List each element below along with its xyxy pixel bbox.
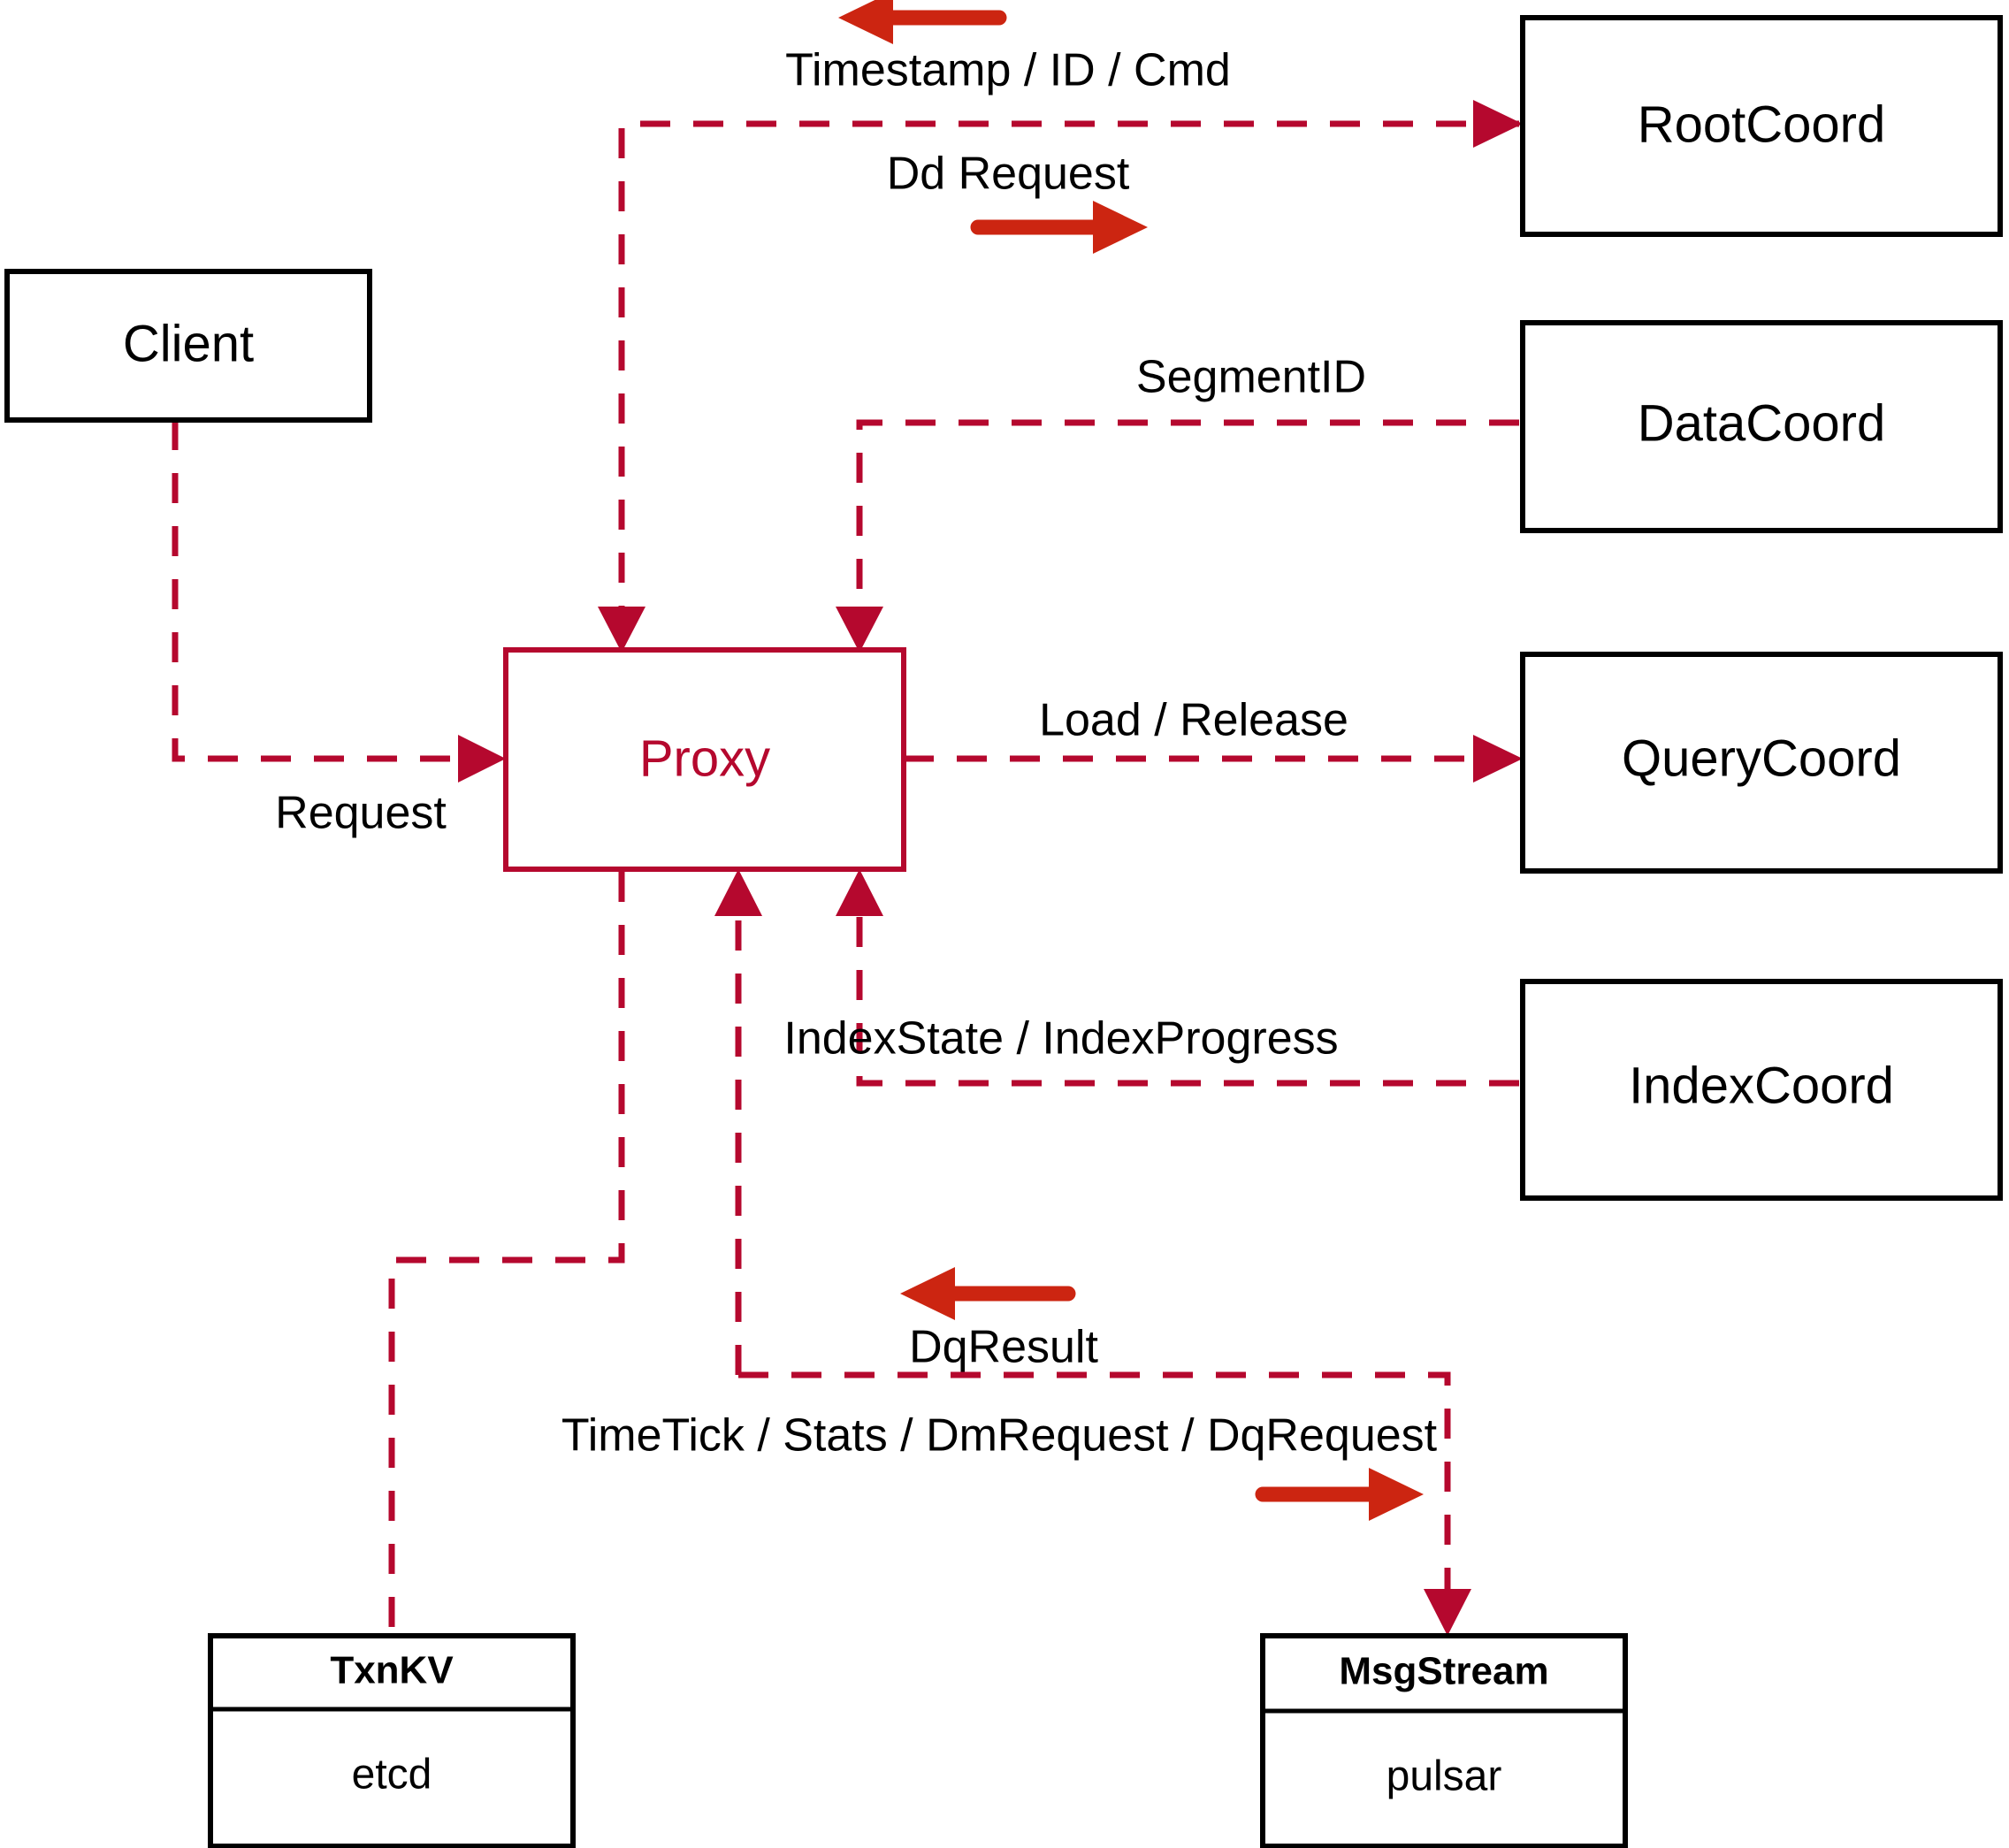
node-proxy-label: Proxy xyxy=(639,729,770,787)
node-txnkv-title: TxnKV xyxy=(330,1649,454,1692)
edge-dq-result-arrowhead xyxy=(714,869,762,916)
edge-timetick-path xyxy=(738,1371,1451,1600)
node-indexcoord[interactable]: IndexCoord xyxy=(1520,979,2003,1201)
node-datacoord-box[interactable] xyxy=(1520,320,2003,533)
direction-arrow-left-timestamp-head xyxy=(838,0,893,44)
node-rootcoord-box[interactable] xyxy=(1520,15,2003,237)
direction-arrow-right-timetick xyxy=(1255,1468,1424,1521)
edge-segment-id-path xyxy=(856,419,1519,619)
direction-arrow-left-timestamp xyxy=(838,0,1007,44)
edge-dq-result xyxy=(714,869,762,1375)
edge-label-segment-id: SegmentID xyxy=(1136,352,1366,403)
node-rootcoord-label: RootCoord xyxy=(1638,95,1885,153)
node-querycoord[interactable]: QueryCoord xyxy=(1520,652,2003,874)
edge-dd-request xyxy=(1473,100,1523,148)
node-indexcoord-box[interactable] xyxy=(1520,979,2003,1201)
node-proxy-box[interactable] xyxy=(503,647,906,872)
edge-timestamp-id-cmd xyxy=(598,120,1519,653)
edge-label-request: Request xyxy=(275,788,447,839)
node-querycoord-label: QueryCoord xyxy=(1622,729,1901,787)
node-txnkv-box[interactable] xyxy=(208,1633,576,1848)
direction-arrow-right-dd-request-head xyxy=(1093,201,1148,254)
edge-index-state xyxy=(836,869,1519,1087)
node-datacoord[interactable]: DataCoord xyxy=(1520,320,2003,533)
direction-arrow-right-dd-request xyxy=(970,201,1148,254)
edge-load-release xyxy=(904,735,1523,783)
direction-arrow-right-timetick-head xyxy=(1369,1468,1424,1521)
edge-index-state-arrowhead xyxy=(836,869,883,916)
edge-txnkv-path xyxy=(388,872,625,1634)
edge-timetick-stats xyxy=(738,1371,1471,1636)
edge-request xyxy=(172,420,506,783)
edge-timestamp-path xyxy=(618,120,1519,619)
edge-timetick-arrowhead xyxy=(1424,1589,1471,1636)
direction-arrow-left-dq-result-head xyxy=(900,1267,955,1320)
node-msgstream[interactable]: MsgStream pulsar xyxy=(1260,1633,1628,1848)
edge-label-dq-result: DqResult xyxy=(909,1322,1098,1373)
node-msgstream-box[interactable] xyxy=(1260,1633,1628,1848)
edge-label-index-state: IndexState / IndexProgress xyxy=(783,1013,1338,1065)
edge-segment-id-arrowhead xyxy=(836,607,883,653)
edge-dd-request-arrowhead xyxy=(1473,100,1523,148)
edge-index-state-path xyxy=(856,904,1519,1087)
edge-txnkv xyxy=(388,872,625,1634)
edge-load-release-arrowhead xyxy=(1473,735,1523,783)
edge-timestamp-arrowhead xyxy=(598,607,645,653)
edge-request-arrowhead xyxy=(458,735,506,783)
node-msgstream-impl: pulsar xyxy=(1386,1753,1502,1800)
node-datacoord-label: DataCoord xyxy=(1638,394,1885,452)
node-client-label: Client xyxy=(123,315,254,372)
edge-label-timestamp-id-cmd: Timestamp / ID / Cmd xyxy=(785,45,1231,96)
node-proxy[interactable]: Proxy xyxy=(503,647,906,872)
node-indexcoord-label: IndexCoord xyxy=(1629,1057,1894,1114)
node-client-box[interactable] xyxy=(4,269,372,423)
node-txnkv[interactable]: TxnKV etcd xyxy=(208,1633,576,1848)
edge-label-load-release: Load / Release xyxy=(1039,695,1348,746)
edge-segment-id xyxy=(836,419,1519,653)
node-rootcoord[interactable]: RootCoord xyxy=(1520,15,2003,237)
direction-arrow-left-dq-result xyxy=(900,1267,1076,1320)
node-querycoord-box[interactable] xyxy=(1520,652,2003,874)
edge-request-path xyxy=(172,420,469,762)
node-client[interactable]: Client xyxy=(4,269,372,423)
edge-label-dd-request: Dd Request xyxy=(887,149,1130,200)
edge-label-timetick-stats: TimeTick / Stats / DmRequest / DqRequest xyxy=(561,1410,1438,1462)
node-txnkv-impl: etcd xyxy=(352,1752,432,1798)
node-msgstream-title: MsgStream xyxy=(1339,1650,1548,1693)
